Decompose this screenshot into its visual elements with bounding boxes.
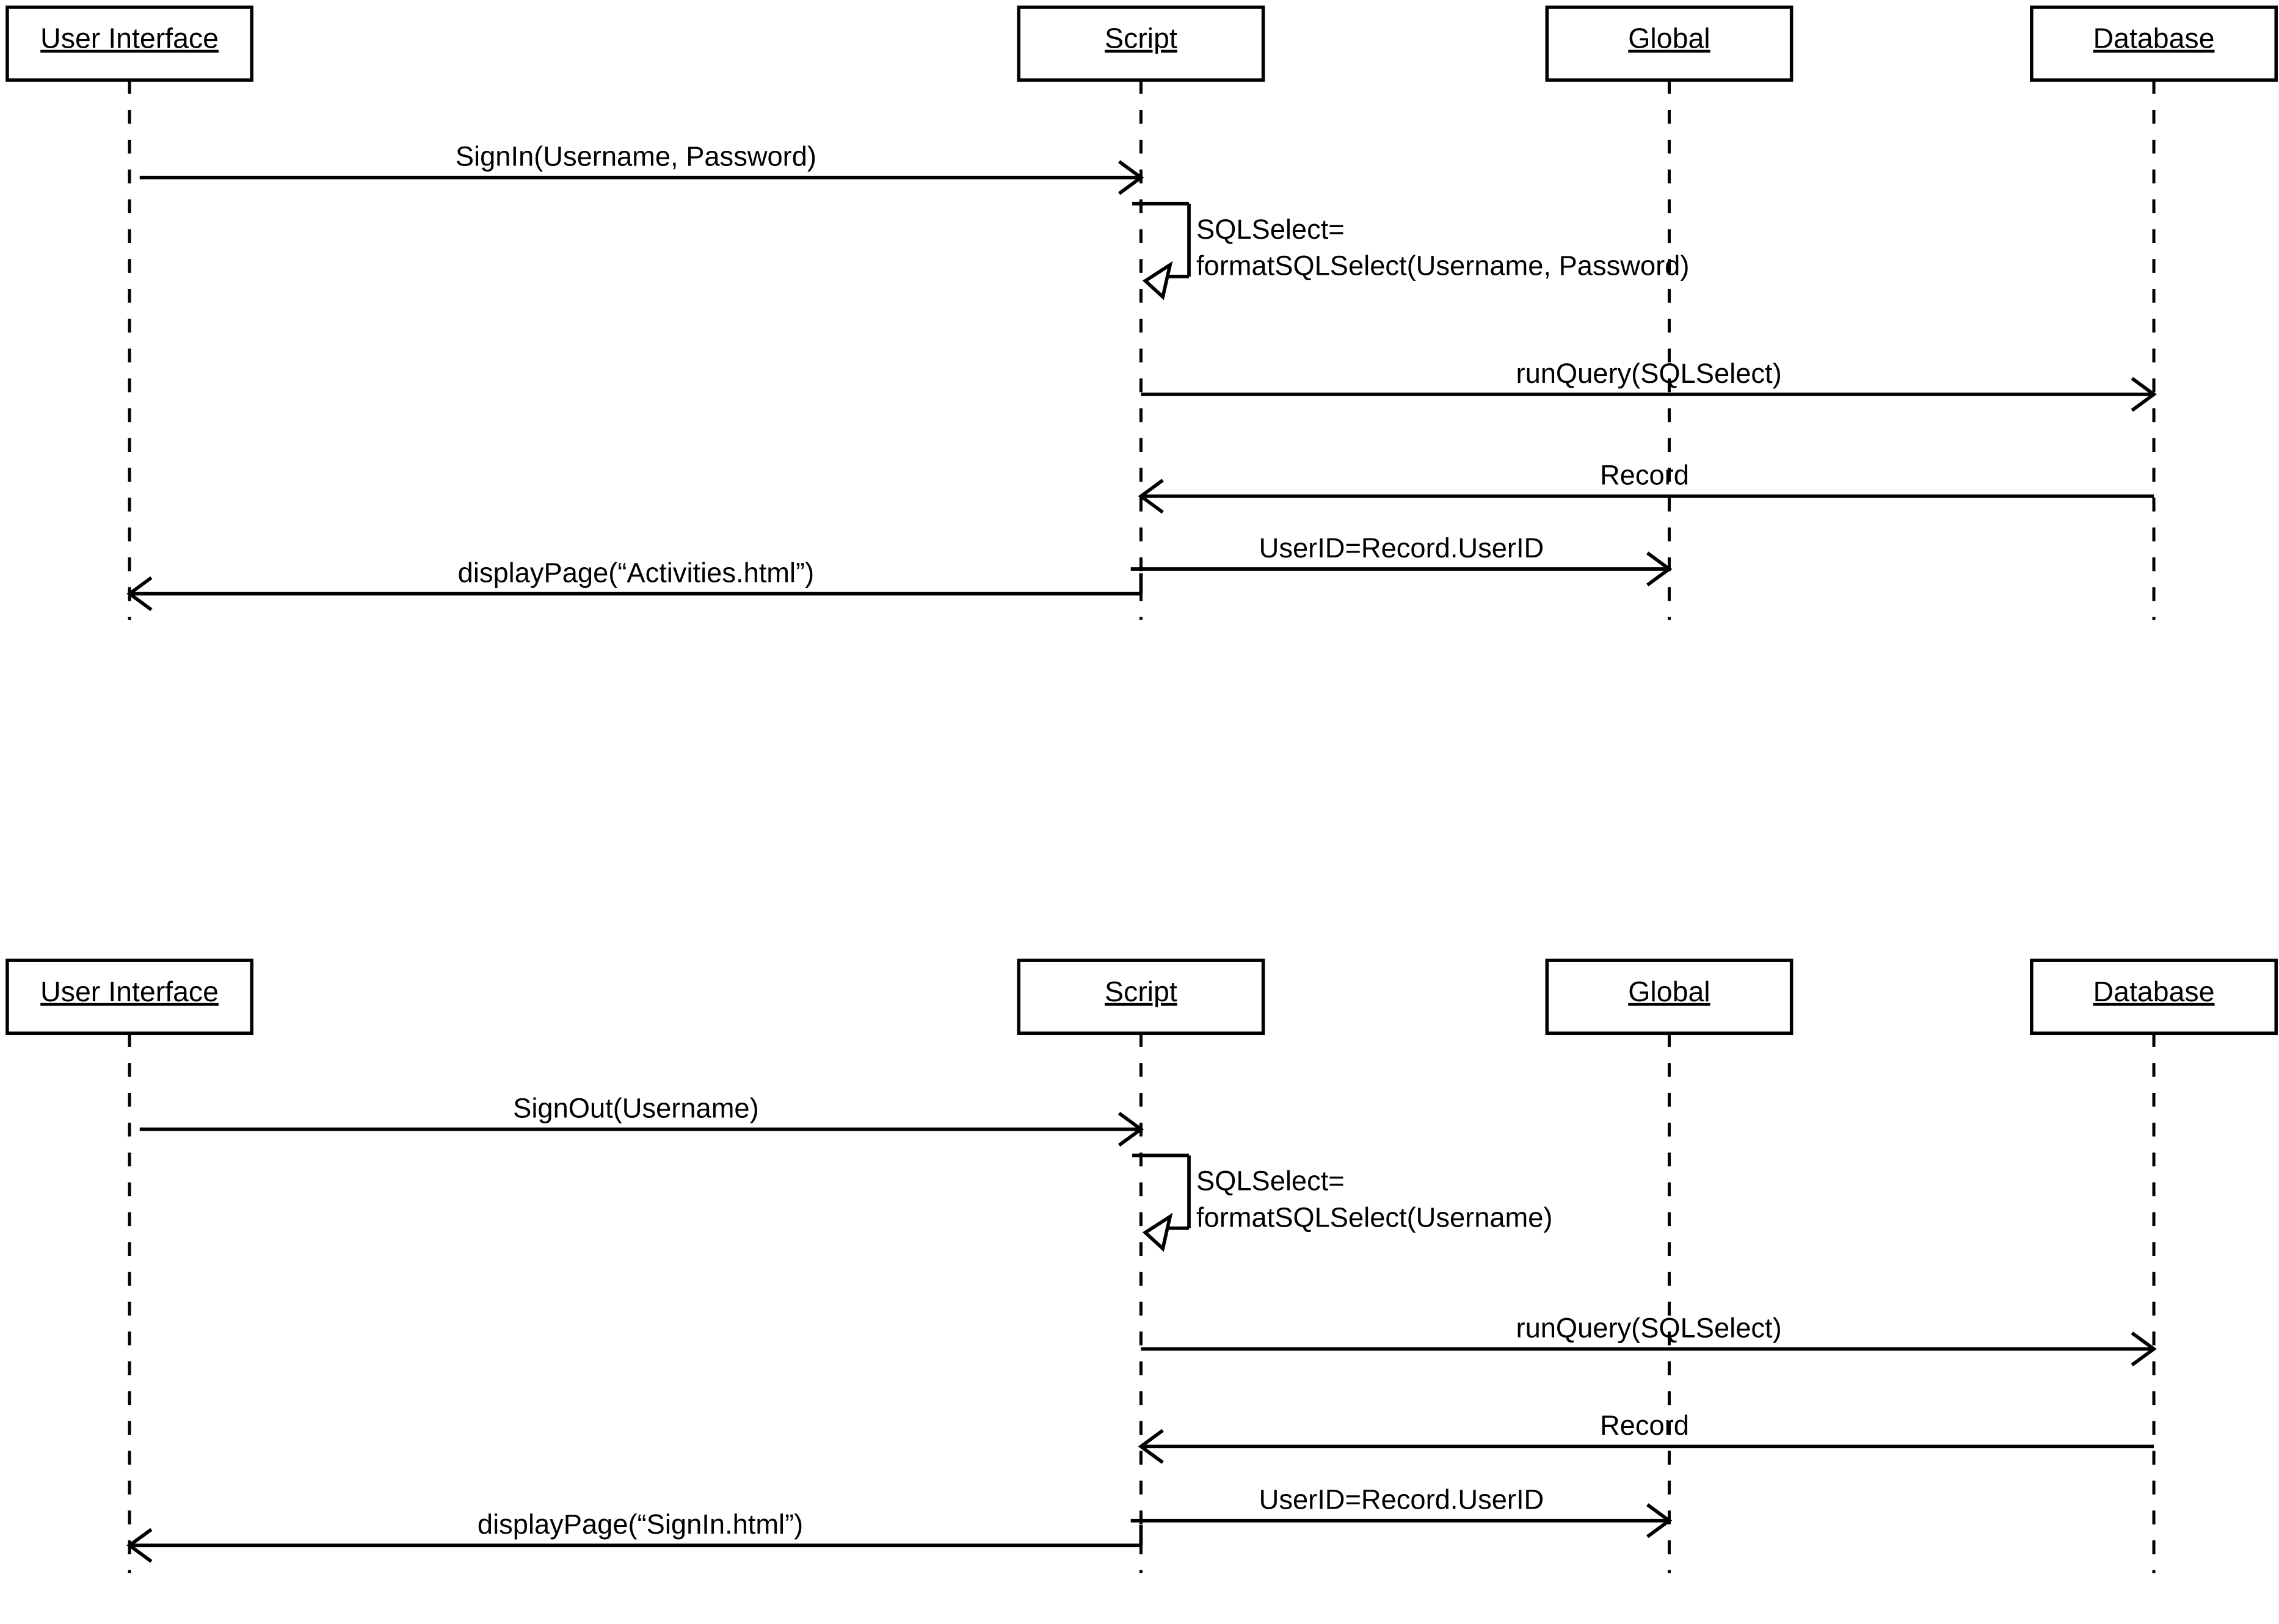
record-return: Record [1138, 460, 2154, 514]
actor-label: Global [1628, 23, 1710, 54]
runquery-call: runQuery(SQLSelect) [1141, 358, 2157, 412]
runquery-call: runQuery(SQLSelect) [1141, 1312, 2157, 1367]
arrowhead-icon [2131, 377, 2157, 412]
actor-label: User Interface [40, 23, 219, 54]
return-arrowhead-icon [1142, 1213, 1173, 1252]
message-label: SignOut(Username) [513, 1093, 758, 1124]
displaypage-activities-call: displayPage(“Activities.html”) [126, 557, 1143, 611]
arrowhead-icon [126, 576, 153, 611]
format-sqlselect-self-call: SQLSelect= formatSQLSelect(Username, Pass… [1132, 201, 1689, 300]
actor-label: User Interface [40, 976, 219, 1007]
message-label: runQuery(SQLSelect) [1516, 358, 1782, 389]
actor-label: Global [1628, 976, 1710, 1007]
message-label: Record [1600, 1410, 1689, 1441]
message-label: SignIn(Username, Password) [456, 141, 816, 172]
actor-box [2030, 959, 2278, 1035]
return-arrowhead-icon [1142, 261, 1173, 300]
format-sqlselect-self-call: SQLSelect= formatSQLSelect(Username) [1132, 1153, 1553, 1252]
arrowhead-icon [1118, 1112, 1144, 1147]
actor-label: Database [2093, 976, 2215, 1007]
displaypage-signin-call: displayPage(“SignIn.html”) [126, 1509, 1143, 1563]
self-call-label-line1: SQLSelect= [1196, 1165, 1345, 1197]
message-label: UserID=Record.UserID [1259, 1484, 1544, 1515]
message-label: runQuery(SQLSelect) [1516, 1312, 1782, 1343]
actor-box [1017, 959, 1265, 1035]
signin-call: SignIn(Username, Password) [139, 141, 1144, 195]
arrowhead-icon [1646, 551, 1673, 587]
sign-out-sequence: User Interface Script Global DatabaseSignOu… [5, 959, 2278, 1573]
actor-box [5, 5, 254, 82]
actor-box [2030, 5, 2278, 82]
userid-assign-call: UserID=Record.UserID [1130, 532, 1673, 587]
arrowhead-icon [1118, 160, 1144, 195]
arrowhead-icon [2131, 1331, 2157, 1367]
self-call-label-line2: formatSQLSelect(Username, Password) [1196, 250, 1689, 281]
signout-call: SignOut(Username) [139, 1093, 1144, 1147]
arrowhead-icon [1138, 1429, 1164, 1464]
actor-box [1017, 5, 1265, 82]
userid-assign-call: UserID=Record.UserID [1130, 1484, 1673, 1539]
actor-box [1545, 959, 1794, 1035]
message-label: displayPage(“Activities.html”) [458, 557, 815, 588]
sign-in-sequence: User Interface Script Global DatabaseSignIn… [5, 5, 2278, 620]
arrowhead-icon [1646, 1503, 1673, 1539]
record-return: Record [1138, 1410, 2154, 1464]
actor-label: Script [1105, 976, 1177, 1007]
message-label: UserID=Record.UserID [1259, 532, 1544, 564]
arrowhead-icon [126, 1528, 153, 1563]
self-call-label-line1: SQLSelect= [1196, 214, 1345, 245]
actor-box [1545, 5, 1794, 82]
actor-box [5, 959, 254, 1035]
actor-label: Script [1105, 23, 1177, 54]
self-call-label-line2: formatSQLSelect(Username) [1196, 1202, 1553, 1233]
message-label: displayPage(“SignIn.html”) [478, 1509, 803, 1540]
message-label: Record [1600, 460, 1689, 491]
arrowhead-icon [1138, 479, 1164, 514]
actor-label: Database [2093, 23, 2215, 54]
